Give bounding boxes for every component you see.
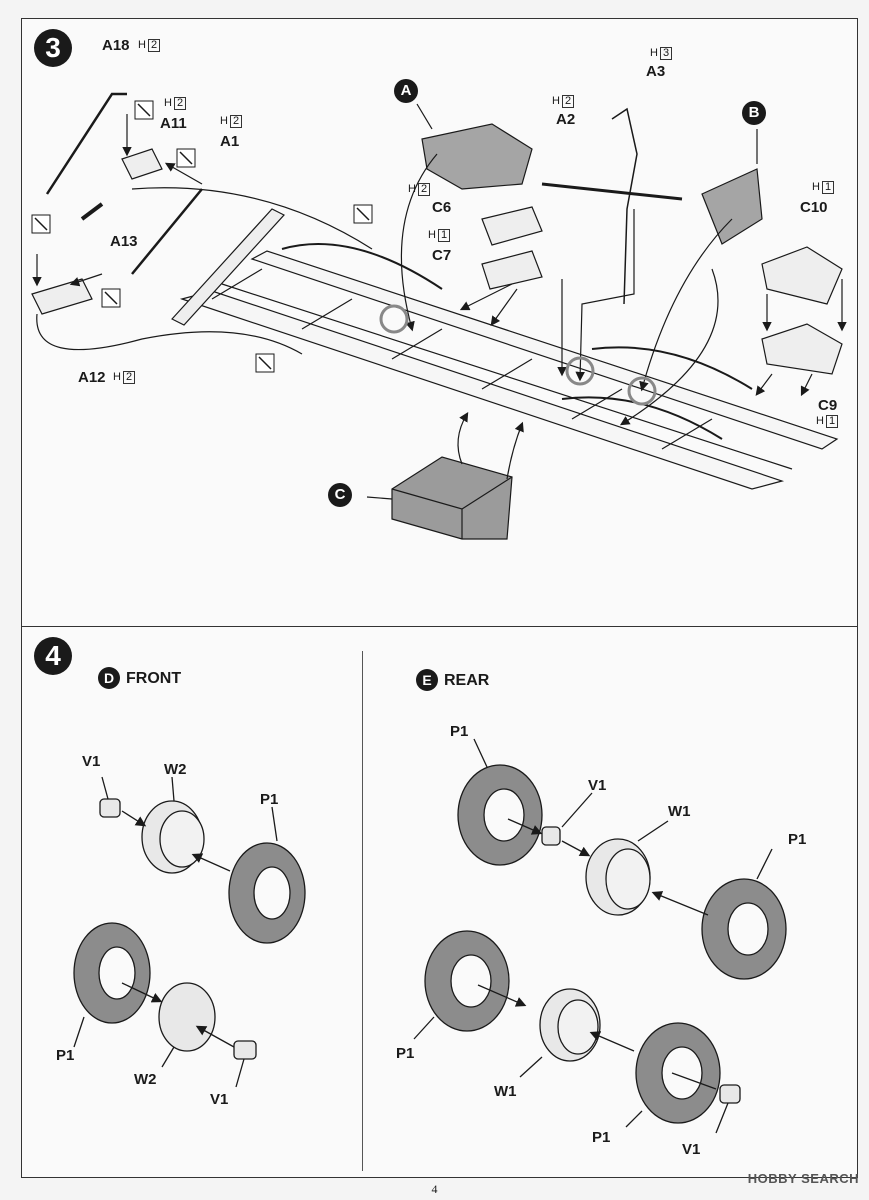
label-a12: A12: [78, 369, 106, 386]
label-c6: C6: [432, 199, 452, 216]
label-front-v1-lower: V1: [210, 1091, 229, 1108]
callout-b: B: [742, 101, 766, 125]
label-a18: A18: [102, 37, 130, 54]
label-a1: A1: [220, 133, 240, 150]
section-divider: [362, 651, 363, 1171]
label-front-v1: V1: [82, 753, 101, 770]
wheel-w2: [158, 982, 216, 1052]
label-a11: A11: [160, 115, 187, 132]
valve-v1: [719, 1084, 741, 1104]
box-c9: [761, 323, 843, 375]
front-bumper: [171, 208, 285, 326]
frame-rail-right: [250, 250, 839, 450]
label-front-p1-lower: P1: [56, 1047, 75, 1064]
label-a13: A13: [110, 233, 138, 250]
tie-rod-a18: [45, 92, 127, 195]
watermark: HOBBY SEARCH: [747, 1171, 859, 1186]
chassis-assembly-diagram: [31, 92, 847, 540]
box-c6: [481, 206, 543, 246]
page-number: 4: [431, 1182, 438, 1196]
label-rear-p1-right: P1: [788, 831, 807, 848]
box-c7: [481, 250, 543, 290]
label-rear-p1-lower: P1: [396, 1045, 415, 1062]
engine-part-a: [421, 123, 533, 190]
callout-c: C: [328, 483, 352, 507]
rear-badge: E: [416, 669, 438, 691]
front-badge: D: [98, 667, 120, 689]
valve-v1: [99, 798, 121, 818]
label-rear-v1-lower: V1: [682, 1141, 701, 1158]
label-c7: C7: [432, 247, 452, 264]
label-rear-p1: P1: [450, 723, 469, 740]
label-c10: C10: [800, 199, 828, 216]
label-a2: A2: [556, 111, 576, 128]
step-number: 3: [34, 29, 72, 67]
valve-v1: [233, 1040, 257, 1060]
label-rear-p1-bottom: P1: [592, 1129, 611, 1146]
label-rear-w1: W1: [668, 803, 691, 820]
wheel-assembly-diagram: [73, 738, 787, 1134]
axle-part-b: [701, 168, 763, 245]
label-c9: C9: [818, 397, 838, 414]
label-front-w2-lower: W2: [134, 1071, 157, 1088]
fuel-tank: [391, 456, 513, 540]
label-rear-v1: V1: [588, 777, 607, 794]
frame-rail-mid: [221, 283, 793, 470]
arm-a12: [31, 278, 93, 315]
box-c10: [761, 246, 843, 305]
drag-link-a1: [131, 188, 203, 275]
callout-a: A: [394, 79, 418, 103]
label-front-p1: P1: [260, 791, 279, 808]
frame-rail-left: [179, 290, 785, 490]
label-a3: A3: [646, 63, 666, 80]
valve-v1: [541, 826, 561, 846]
step-number: 4: [34, 637, 72, 675]
step-3-panel: 3: [21, 18, 858, 626]
label-rear-w1-lower: W1: [494, 1083, 517, 1100]
label-front-w2: W2: [164, 761, 187, 778]
pitman-a11: [121, 148, 163, 180]
